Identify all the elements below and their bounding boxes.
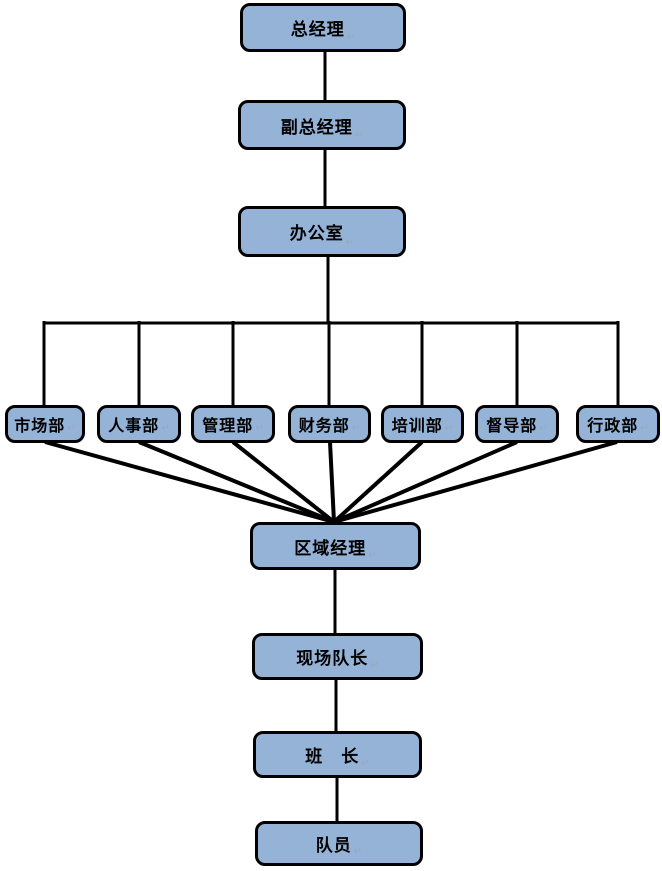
paragraph-mark: ↵ [161,423,170,434]
fan-dept-1 [44,440,335,524]
paragraph-mark: ↵ [67,423,76,434]
node-dept-training: 培训部↵ [381,405,464,443]
fan-dept-7 [333,440,618,524]
node-label: 区域经理 [294,538,367,559]
paragraph-mark: ↵ [444,423,454,434]
node-dept-administration: 行政部↵ [576,405,660,443]
fan-dept-6 [333,440,518,524]
paragraph-mark: ↵ [354,130,364,141]
node-label: 市场部 [14,416,66,435]
node-label: 总经理 [290,20,345,40]
node-dept-marketing: 市场部↵ [5,405,85,443]
fan-dept-4 [328,441,336,523]
node-label: 人事部 [108,416,160,435]
node-site-captain: 现场队长↵ [252,633,423,680]
node-label: 管理部 [202,416,254,435]
node-squad-leader: 班 长↵ [253,731,422,778]
paragraph-mark: ↵ [345,237,355,248]
node-general-manager: 总经理↵ [240,3,406,52]
node-label: 财务部 [298,416,350,435]
node-label: 队员 [315,836,352,856]
node-label: 现场队长 [296,649,369,669]
node-dept-hr: 人事部↵ [97,405,181,443]
paragraph-mark: ↵ [361,758,370,769]
node-deputy-general-manager: 副总经理↵ [238,100,406,150]
node-dept-finance: 财务部↵ [288,405,371,443]
paragraph-mark: ↵ [368,550,377,561]
node-label: 督导部 [486,416,538,435]
paragraph-mark: ↵ [346,32,356,43]
paragraph-mark: ↵ [640,423,649,434]
fan-dept-5 [332,440,424,524]
node-team-member: 队员↵ [255,821,423,866]
node-office: 办公室↵ [238,206,406,257]
paragraph-mark: ↵ [370,660,379,671]
paragraph-mark: ↵ [353,846,363,857]
paragraph-mark: ↵ [539,423,548,434]
node-dept-supervision: 督导部↵ [475,405,559,443]
node-dept-management: 管理部↵ [191,405,275,443]
node-regional-manager: 区域经理↵ [250,522,421,570]
fan-dept-2 [138,440,335,524]
fan-dept-3 [231,440,336,524]
node-label: 办公室 [289,224,344,244]
paragraph-mark: ↵ [255,423,264,434]
node-label: 副总经理 [280,117,353,138]
node-label: 行政部 [587,416,639,435]
node-label: 培训部 [391,416,443,435]
paragraph-mark: ↵ [351,423,361,434]
node-label: 班 长 [305,747,360,767]
